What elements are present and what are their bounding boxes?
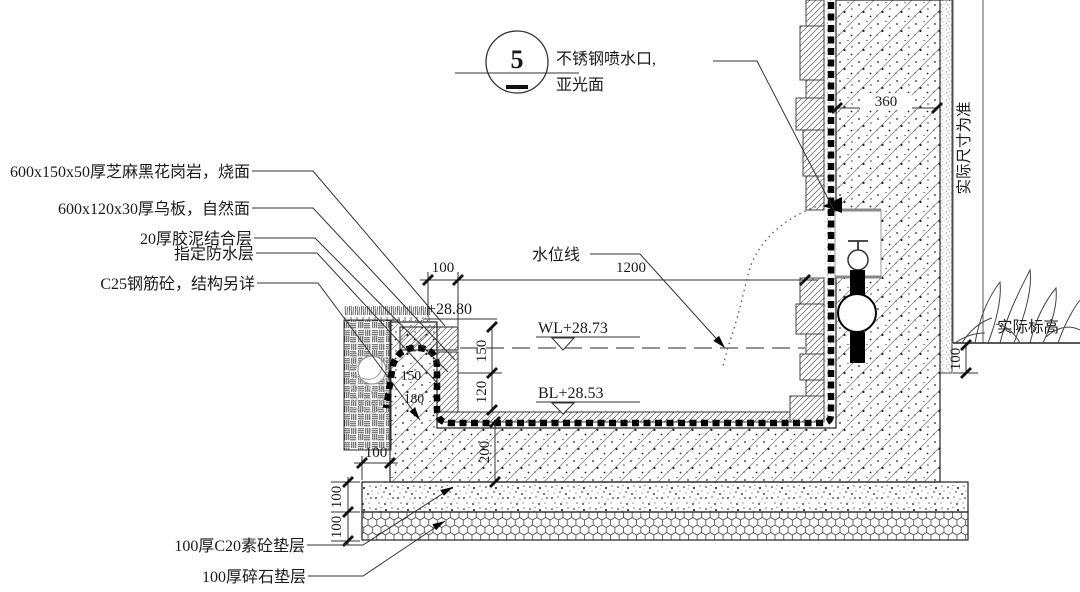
level-water: WL+28.73 [538,320,608,337]
bl-marker-triangle [550,402,576,415]
spout-nozzle [823,197,842,213]
wl-marker-triangle [550,337,576,351]
dim-right-embed: 100 [948,348,964,371]
callout-label-2: 亚光面 [556,76,604,94]
valve-body [847,249,869,271]
label-mortar: 20厚胶泥结合层 [140,230,252,248]
dim-wall-thickness: 360 [875,94,898,110]
valve-handle [848,240,868,250]
label-slate: 600x120x30厚乌板，自然面 [58,200,250,218]
dim-gravel-layer: 100 [329,516,345,539]
basin-wall-lining [436,351,459,413]
supply-pipe-lower [850,332,865,363]
leader-lines [252,60,836,577]
label-c25-concrete: C25钢筋砼，结构另详 [100,275,255,293]
dim-coping-face: 150 [401,368,422,383]
callout-number: 5 [511,45,524,74]
pipe-fitting [837,293,877,333]
supply-pipe-upper [850,270,865,296]
gravel-cushion-layer [361,511,969,541]
wall-cladding-stones [789,0,825,423]
waterproof-membrane [382,2,835,427]
level-basin-bottom: BL+28.53 [538,385,603,402]
dim-slab-thickness: 200 [477,441,493,464]
note-actual-level: 实际标高 [997,318,1059,336]
level-coping-top: +28.80 [427,301,472,318]
dim-depth-lower: 120 [474,381,490,404]
dim-footing-offset: 100 [365,445,388,461]
leader-arrows [409,335,725,531]
c20-cushion-layer [361,481,969,513]
note-actual-size: 实际尺寸为准 [955,101,973,194]
dim-coping-width: 100 [432,260,455,276]
detail-callout-circle [485,30,549,94]
drain-pipe-arc [361,359,383,380]
dimension-lines [331,107,978,545]
label-c20-cushion: 100厚C20素砼垫层 [174,537,305,555]
dim-basin-width: 1200 [616,260,646,276]
dim-coping-edge: 180 [404,391,425,406]
outer-render-band [939,0,953,374]
grass-right [954,268,1080,344]
label-water-line: 水位线 [532,246,580,264]
label-waterproof: 指定防水层 [174,245,254,263]
dimension-ticks [342,102,972,547]
right-reference-strip [952,0,984,343]
dim-c20-layer: 100 [329,486,345,509]
dim-label-chip [860,93,912,110]
granite-coping [399,326,459,351]
label-granite: 600x150x50厚芝麻黑花岗岩，烧面 [10,163,250,181]
dim-depth-upper: 150 [474,340,490,363]
label-gravel-cushion: 100厚碎石垫层 [202,568,306,586]
callout-label-1: 不锈钢喷水口, [556,50,656,68]
